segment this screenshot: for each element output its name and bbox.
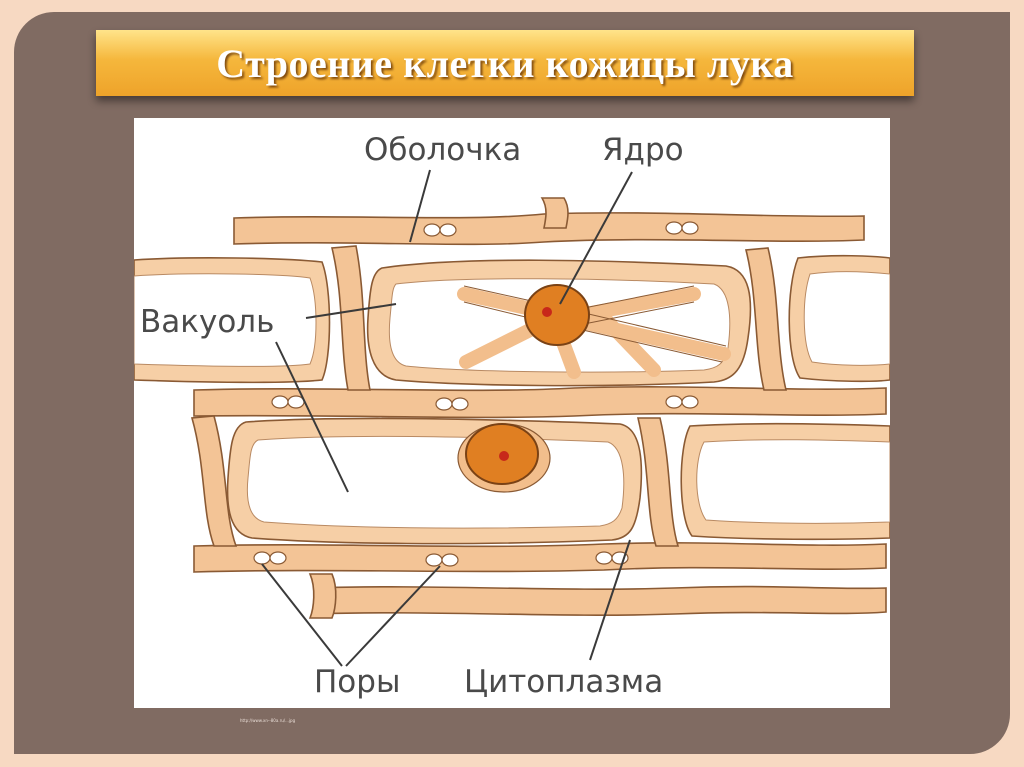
wall-lower-middle <box>193 542 887 573</box>
wall-vertical-top-center <box>540 197 569 229</box>
wall-vertical-bottom-center <box>308 573 337 619</box>
label-membrane: Оболочка <box>364 132 521 168</box>
title-banner: Строение клетки кожицы лука <box>96 30 914 96</box>
nucleus-lower <box>457 423 551 493</box>
leader-lines <box>261 169 633 667</box>
nucleolus <box>499 451 509 461</box>
cell-lower-vacuole <box>246 435 625 529</box>
onion-cell-figure: Оболочка Ядро Вакуоль Поры Цитоплазма <box>134 118 890 708</box>
source-url: http://www.xn--80a.ru/...jpg <box>240 718 296 723</box>
label-pores: Поры <box>314 664 400 700</box>
wall-vertical-right-upper <box>744 247 788 391</box>
onion-cell-diagram: Оболочка Ядро Вакуоль Поры Цитоплазма <box>134 132 890 700</box>
wall-vertical-right-lower <box>636 417 680 547</box>
wall-bottom <box>313 585 887 616</box>
wall-vertical-left-lower <box>190 415 238 547</box>
nucleolus <box>542 307 552 317</box>
slide-title: Строение клетки кожицы лука <box>216 40 794 86</box>
wall-vertical-left-upper <box>331 245 371 391</box>
nucleus-upper <box>524 284 590 346</box>
label-cytoplasm: Цитоплазма <box>464 664 663 700</box>
label-nucleus: Ядро <box>602 132 684 168</box>
label-vacuole: Вакуоль <box>140 304 274 340</box>
wall-upper-middle <box>193 386 887 419</box>
